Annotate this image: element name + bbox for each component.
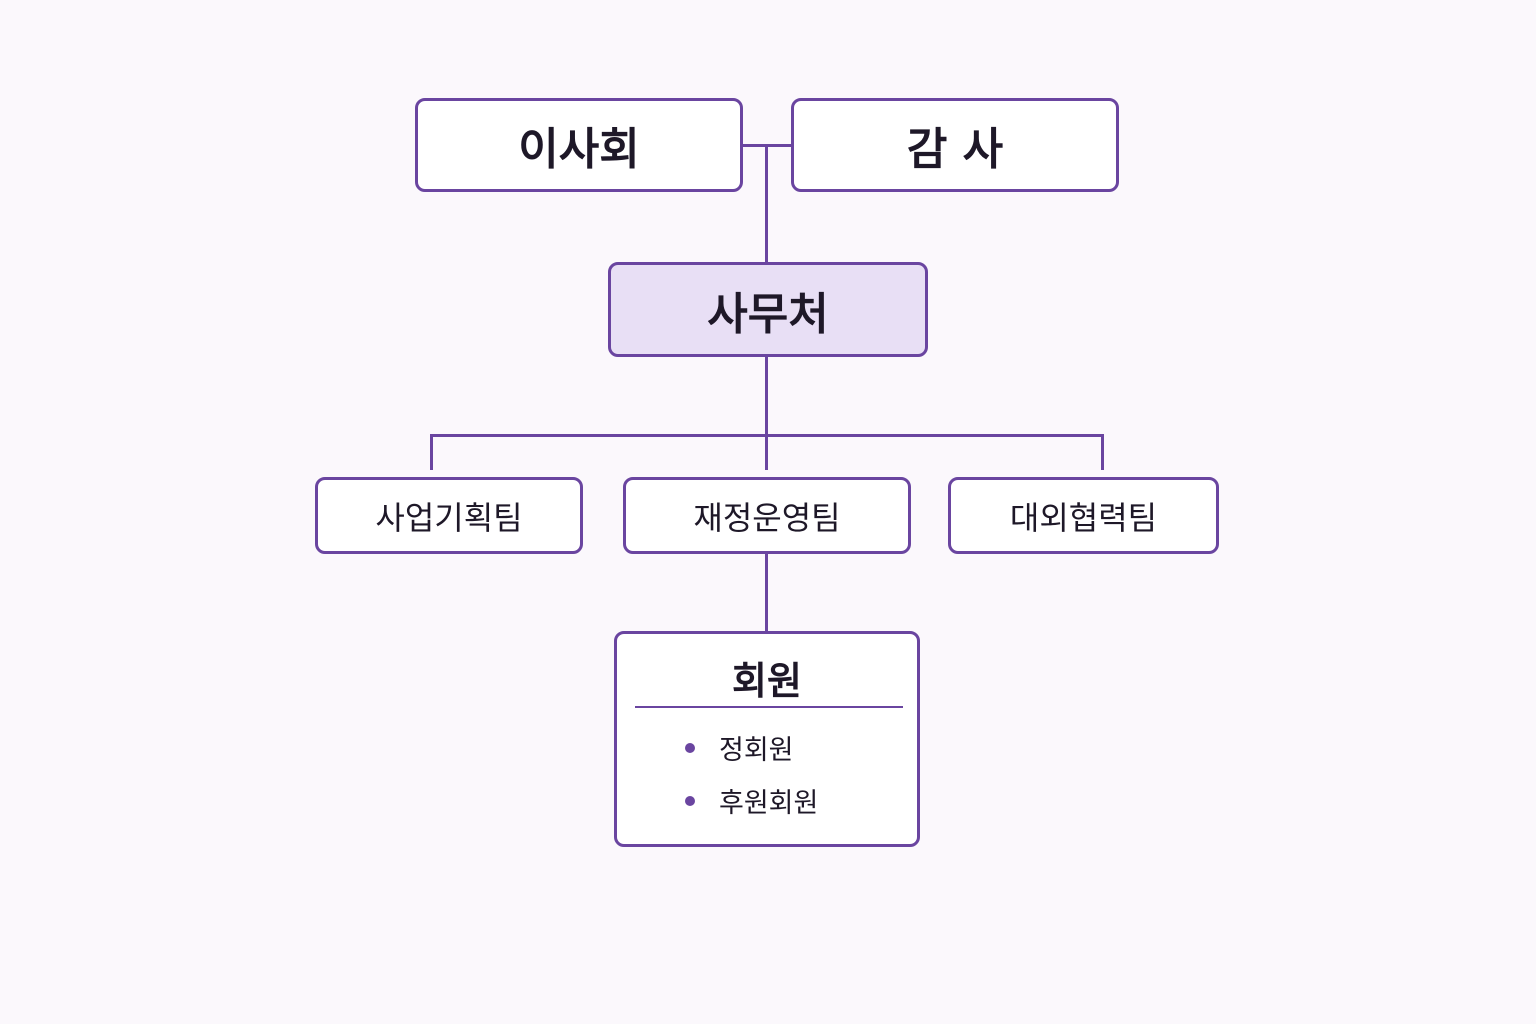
team-box: 재정운영팀	[623, 477, 911, 554]
team-label: 사업기획팀	[375, 498, 523, 537]
team-box: 대외협력팀	[948, 477, 1219, 554]
connector-left	[430, 434, 433, 470]
auditor-label: 감 사	[906, 124, 1004, 175]
auditor-box: 감 사	[791, 98, 1119, 192]
list-item-label: 정회원	[719, 735, 794, 766]
team-box: 사업기획팀	[315, 477, 583, 554]
bullet-icon	[685, 795, 695, 806]
bullet-icon	[685, 742, 695, 753]
list-item: 정회원	[685, 728, 794, 767]
members-divider	[635, 706, 903, 708]
secretariat-box: 사무처	[608, 262, 928, 357]
list-item: 후원회원	[685, 781, 818, 820]
connector-right	[1101, 434, 1104, 470]
connector-center-down	[765, 355, 768, 470]
team-label: 재정운영팀	[693, 498, 841, 537]
list-item-label: 후원회원	[719, 788, 819, 819]
team-label: 대외협력팀	[1009, 498, 1158, 537]
connector-top-down	[765, 144, 768, 264]
board-label: 이사회	[518, 124, 640, 175]
members-box: 회원 정회원 후원회원	[614, 631, 920, 847]
board-box: 이사회	[415, 98, 743, 192]
members-title: 회원	[732, 659, 802, 703]
secretariat-label: 사무처	[707, 288, 829, 340]
connector-horizontal	[430, 434, 1104, 437]
connector-members	[765, 552, 768, 634]
